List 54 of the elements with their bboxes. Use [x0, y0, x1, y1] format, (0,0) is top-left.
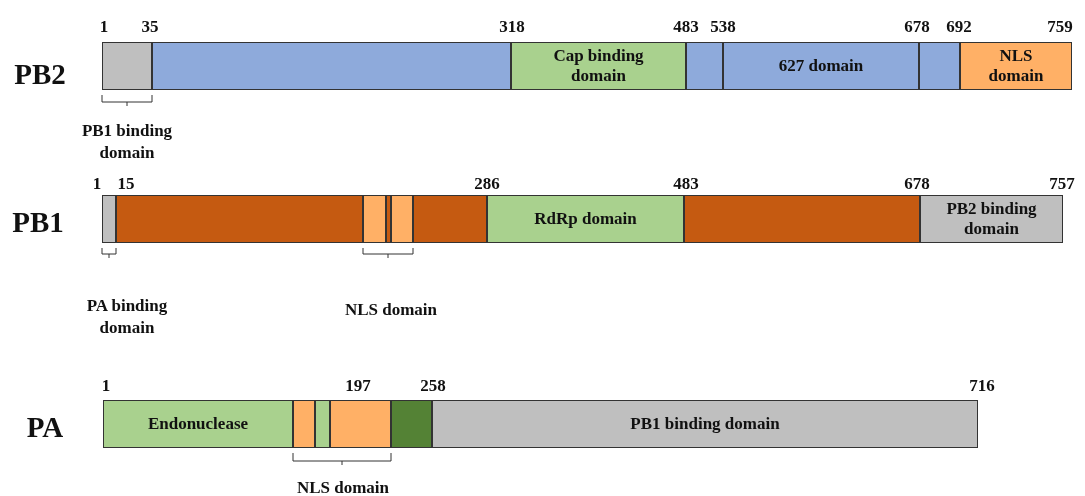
- position-number: 757: [1049, 173, 1075, 195]
- domain-segment: [413, 195, 487, 243]
- position-number: 759: [1047, 16, 1073, 38]
- domain-label: RdRp domain: [534, 209, 637, 229]
- protein-name: PB2: [14, 58, 66, 90]
- position-number: 1: [99, 16, 109, 38]
- position-number: 678: [904, 16, 930, 38]
- domain-segment: [386, 195, 391, 243]
- domain-caption: NLS domain: [344, 299, 438, 321]
- domain-caption: NLS domain: [296, 477, 390, 496]
- domain-segment: [920, 195, 1063, 243]
- domain-label: Cap binding domain: [552, 46, 645, 86]
- position-number: 538: [710, 16, 736, 38]
- domain-caption: PB1 binding domain: [80, 120, 174, 164]
- protein-name: PB1: [12, 206, 64, 238]
- domain-segment: [511, 42, 686, 90]
- domain-segment: [960, 42, 1072, 90]
- protein-name: PA: [26, 411, 64, 443]
- position-number: 197: [345, 375, 371, 397]
- domain-segment: [102, 42, 152, 90]
- domain-segment: [363, 195, 386, 243]
- domain-segment: [686, 42, 723, 90]
- position-number: 258: [420, 375, 446, 397]
- position-number: 483: [673, 16, 699, 38]
- domain-segment: [102, 195, 116, 243]
- position-number: 286: [474, 173, 500, 195]
- position-number: 318: [499, 16, 525, 38]
- domain-label: NLS domain: [987, 46, 1045, 86]
- domain-segment: [293, 400, 315, 448]
- position-number: 692: [946, 16, 972, 38]
- domain-segment: [315, 400, 330, 448]
- domain-segment: [103, 400, 293, 448]
- domain-label: PB1 binding domain: [630, 414, 780, 434]
- domain-segment: [116, 195, 363, 243]
- domain-segment: [487, 195, 684, 243]
- domain-label: PB2 binding domain: [945, 199, 1038, 239]
- position-number: 35: [141, 16, 159, 38]
- domain-label: Endonuclease: [147, 414, 249, 434]
- domain-segment: [391, 195, 413, 243]
- domain-segment: [330, 400, 391, 448]
- domain-segment: [432, 400, 978, 448]
- position-number: 15: [117, 173, 135, 195]
- domain-label: 627 domain: [778, 56, 864, 76]
- domain-segment: [152, 42, 511, 90]
- position-number: 483: [673, 173, 699, 195]
- domain-segment: [391, 400, 432, 448]
- domain-segment: [919, 42, 960, 90]
- position-number: 1: [92, 173, 102, 195]
- domain-caption: PA binding domain: [85, 295, 169, 339]
- position-number: 1: [101, 375, 111, 397]
- domain-segment: [684, 195, 920, 243]
- position-number: 678: [904, 173, 930, 195]
- position-number: 716: [969, 375, 995, 397]
- domain-segment: [723, 42, 919, 90]
